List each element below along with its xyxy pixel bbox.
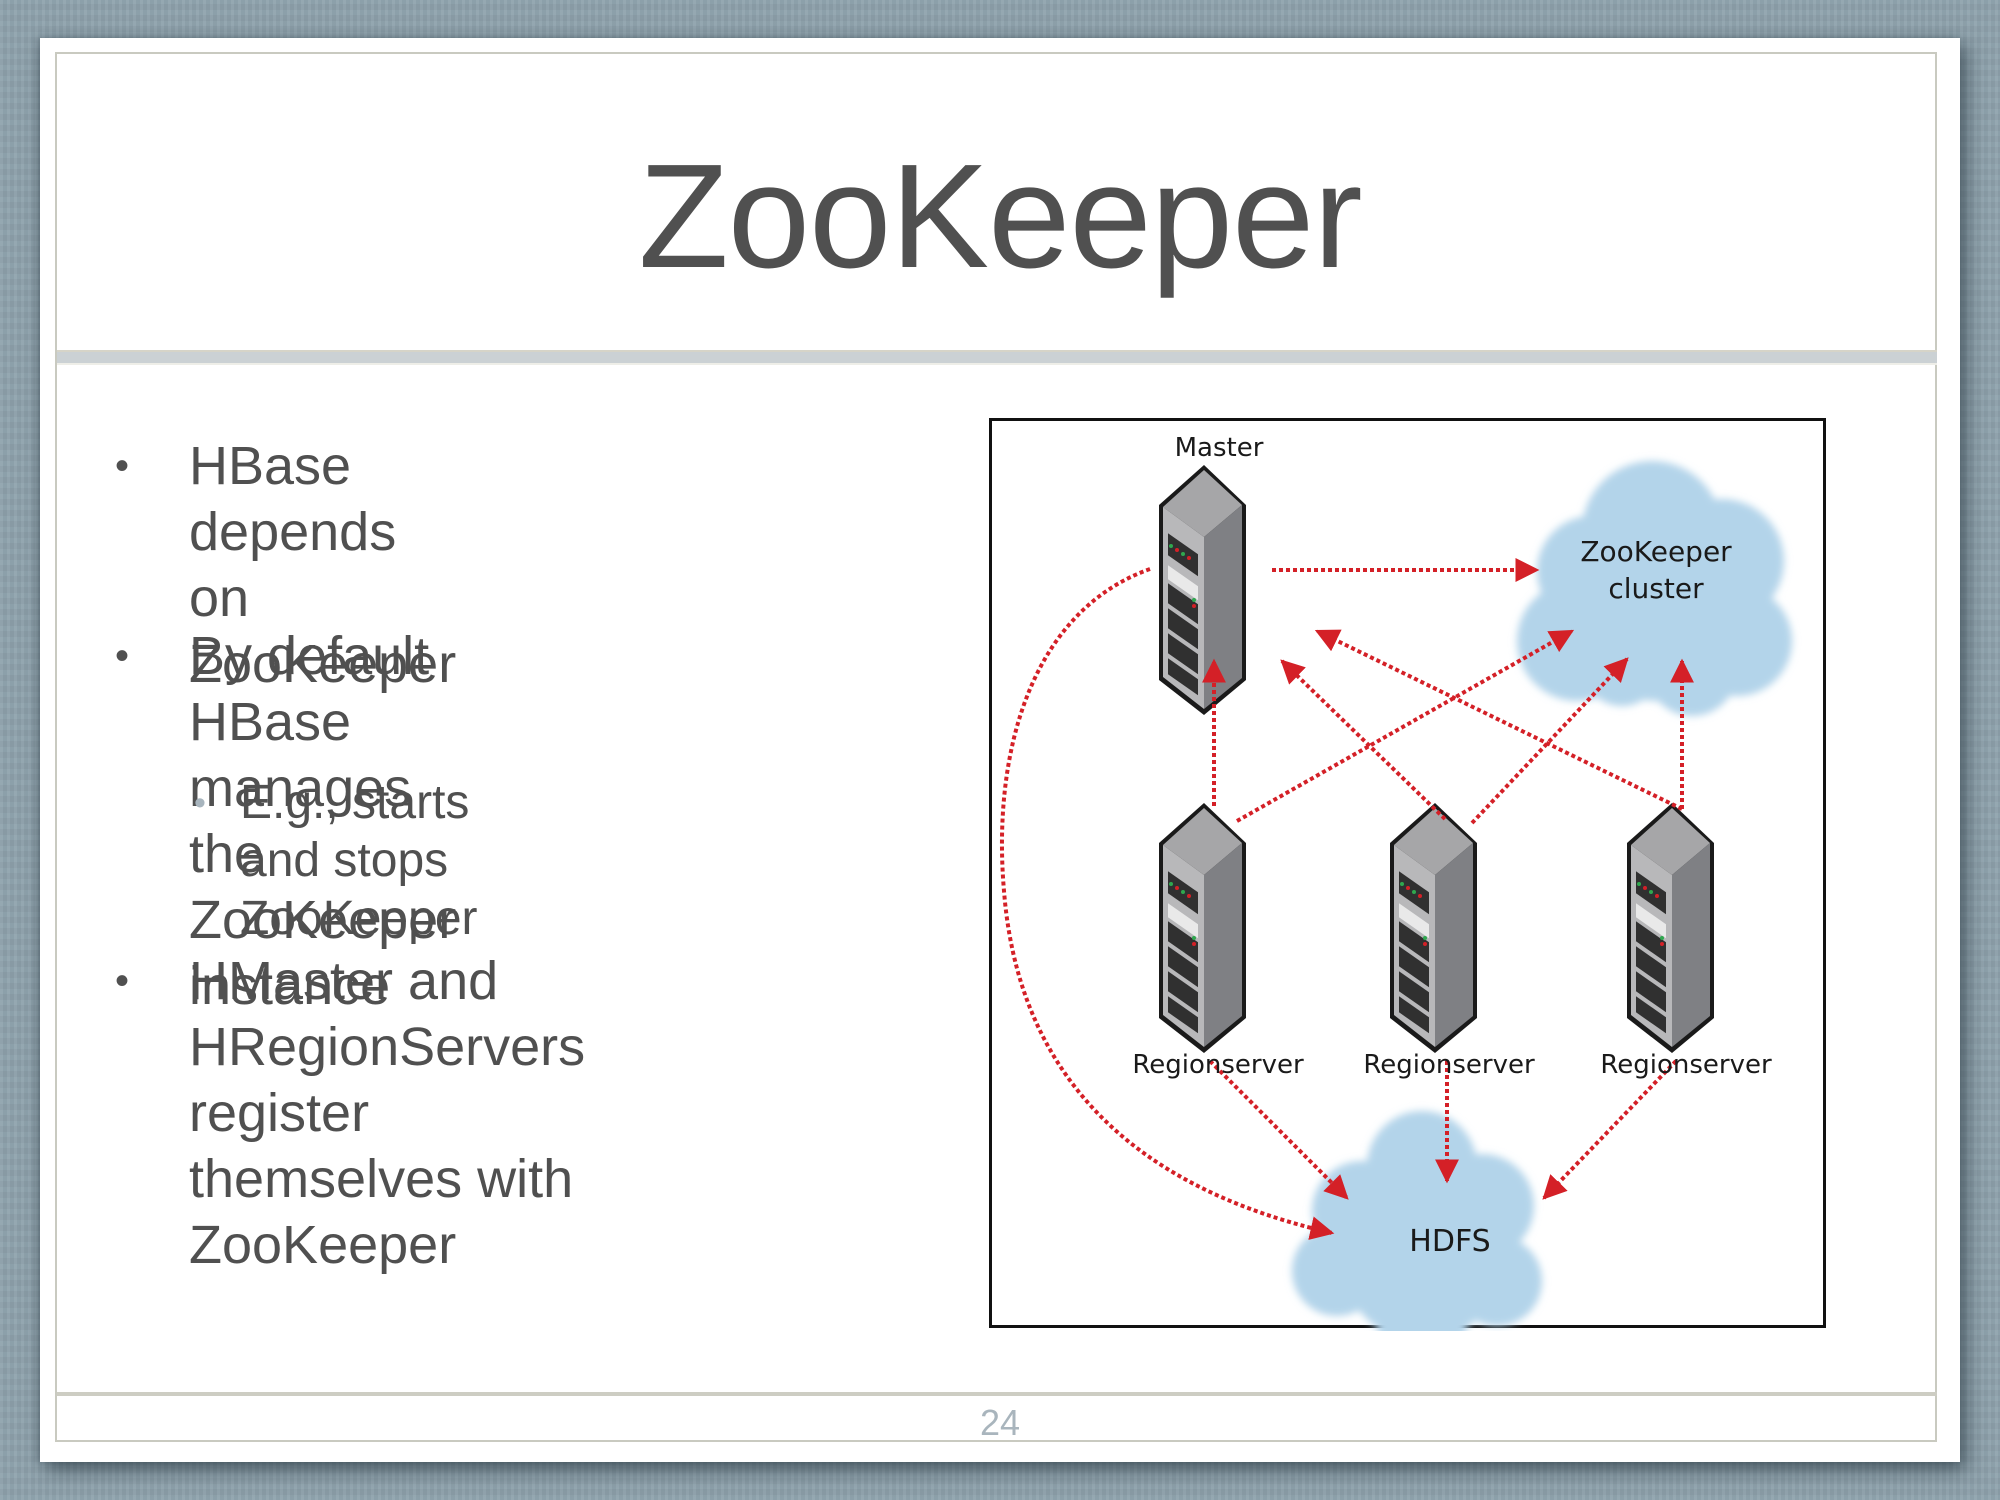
bullet-dot-icon: • <box>115 634 130 678</box>
slide: ZooKeeper • HBase depends on ZooKeeper •… <box>40 38 1960 1462</box>
edge-rs2-master <box>1280 659 1447 821</box>
bullet-line: the ZooKeeper instance <box>189 824 457 1016</box>
edge-rs1-hdfs <box>1208 1059 1349 1200</box>
regionserver-3-icon <box>1627 803 1714 1053</box>
hdfs-cloud-icon <box>1292 1111 1542 1331</box>
title-divider <box>57 350 1937 365</box>
edge-rs1-zookeeper <box>1236 629 1575 823</box>
bullet-item: • HBase depends on ZooKeeper <box>115 433 457 697</box>
slide-title: ZooKeeper <box>638 134 1362 299</box>
bullet-item: • HMaster and HRegionServers register th… <box>115 948 586 1278</box>
master-server-icon <box>1159 465 1246 715</box>
regionserver-2-icon <box>1390 803 1477 1053</box>
sub-bullet-item: • E.g., starts and stops ZooKeeper <box>194 774 478 948</box>
regionserver-2-label: Regionserver <box>1363 1050 1535 1080</box>
edge-rs3-hdfs <box>1542 1059 1678 1200</box>
edge-rs2-zookeeper <box>1470 657 1629 825</box>
footer-divider <box>57 1392 1937 1396</box>
bullet-line: ZooKeeper <box>189 1215 457 1275</box>
regionserver-1-icon <box>1159 803 1246 1053</box>
bullet-line: By default HBase manages <box>189 626 430 818</box>
bullet-dot-icon: • <box>115 959 130 1003</box>
bullet-line: ZooKeeper <box>240 892 478 945</box>
edge-rs3-master <box>1314 629 1683 811</box>
master-label: Master <box>1175 433 1264 463</box>
hdfs-label: HDFS <box>1409 1224 1490 1259</box>
zookeeper-label: ZooKeeper <box>1580 535 1732 568</box>
bullet-line: ZooKeeper <box>189 634 457 694</box>
bullet-item: • By default HBase manages the ZooKeeper… <box>115 623 457 1019</box>
bullet-line: register themselves with <box>189 1083 574 1209</box>
zookeeper-label-line2: cluster <box>1608 572 1704 605</box>
bullet-line: E.g., starts and stops <box>240 776 470 887</box>
edge-master-hdfs <box>1000 567 1335 1240</box>
bullet-dot-icon: • <box>115 444 130 488</box>
sub-bullet-dot-icon: • <box>194 784 206 822</box>
slide-frame <box>55 52 1937 1442</box>
regionserver-3-label: Regionserver <box>1600 1050 1772 1080</box>
bullet-line: HBase depends on <box>189 436 397 628</box>
regionserver-1-label: Regionserver <box>1132 1050 1304 1080</box>
page-number: 24 <box>979 1402 1021 1443</box>
hbase-architecture-diagram: Master ZooKeeper cluster Regionserver Re… <box>989 418 1826 1331</box>
bullet-line: HMaster and HRegionServers <box>189 951 586 1077</box>
